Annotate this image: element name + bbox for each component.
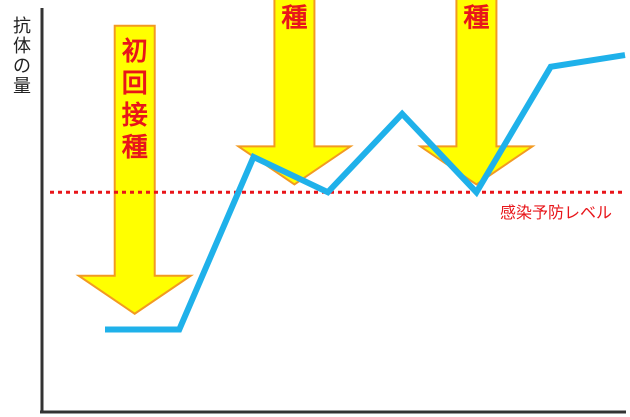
annotation-label-char: 種 <box>463 3 489 33</box>
series-line-antibody <box>105 52 626 333</box>
annotation-label-char: 種 <box>281 3 307 33</box>
annotation-arrows: 初回接種追加接種追加接種 <box>75 0 536 315</box>
y-axis-label-char: 抗 <box>13 16 31 37</box>
annotation-label-char: 種 <box>122 133 148 163</box>
y-axis-label-char: 体 <box>13 36 31 57</box>
down-arrow-icon <box>75 24 194 315</box>
threshold-group: 感染予防レベル <box>50 190 626 222</box>
annotation-label-char: 初 <box>122 37 148 67</box>
annotation-label-char: 回 <box>122 69 148 99</box>
down-arrow-icon <box>417 0 536 186</box>
annotation-label-char: 接 <box>463 0 489 1</box>
annotation-arrow-3: 追加接種 <box>417 0 536 186</box>
threshold-label: 感染予防レベル <box>500 203 612 222</box>
annotation-label-char: 接 <box>122 101 148 131</box>
down-arrow-icon <box>235 0 354 186</box>
axes <box>40 8 626 414</box>
annotation-arrow-2: 追加接種 <box>235 0 354 186</box>
y-axis-label-char: 量 <box>13 76 31 97</box>
annotation-label-char: 接 <box>281 0 307 1</box>
y-axis-label-char: の <box>13 56 31 77</box>
